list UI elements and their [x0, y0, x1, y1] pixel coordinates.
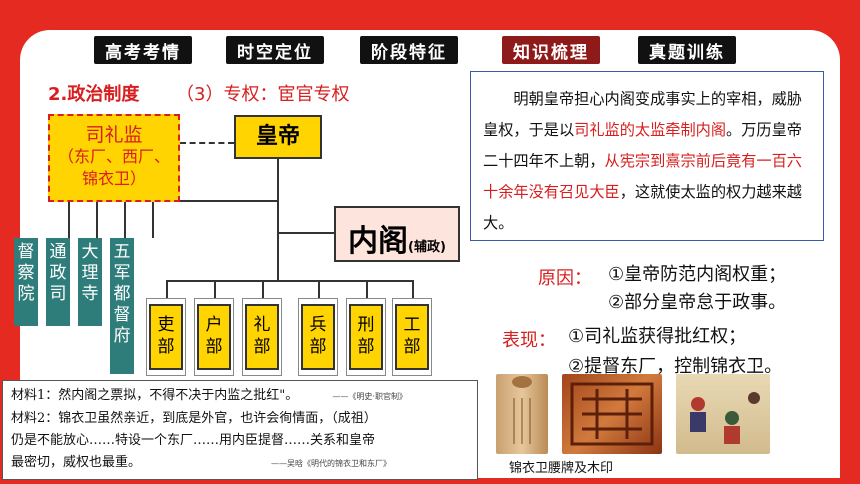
- box-tongzheng-si: 通政司: [46, 238, 70, 326]
- box-dali-si: 大理寺: [78, 238, 102, 326]
- neige-box: 内阁(辅政): [334, 206, 460, 262]
- source-materials: 材料1：然内阁之票拟，不得不决于内监之批红"。 ——《明史·职官制》 材料2：锦…: [2, 380, 478, 480]
- connector-to-ministries: [277, 249, 279, 281]
- box-ducha-yuan: 督察院: [14, 238, 38, 326]
- sili-box: 司礼监 （东厂、西厂、 锦衣卫）: [48, 114, 180, 202]
- material-2-line-3: 最密切，威权也最重。 ——吴晗《明代的锦衣卫和东厂》: [11, 452, 469, 475]
- connector-to-box3: [124, 200, 126, 238]
- box-wujun-dudu-fu: 五军都督府: [110, 238, 134, 374]
- neige-main-label: 内阁: [348, 224, 409, 259]
- ministry-gong-works: 工部: [395, 304, 429, 370]
- explanation-p2-highlight: 从宪宗到熹宗前后竟有一百六十余年没有召见大臣: [483, 152, 802, 201]
- connector-m3: [262, 280, 264, 298]
- photo-caption: 锦衣卫腰牌及木印: [509, 461, 614, 476]
- material-2-text-end: 最密切，威权也最重。: [11, 455, 142, 470]
- emperor-box: 皇帝: [234, 115, 322, 159]
- tab-exam-practice[interactable]: 真题训练: [638, 36, 736, 64]
- ministry-li-rites: 礼部: [245, 304, 279, 370]
- tab-knowledge-review[interactable]: 知识梳理: [502, 36, 600, 64]
- material-2-citation: ——吴晗《明代的锦衣卫和东厂》: [271, 459, 392, 468]
- sili-sub-label-2: 锦衣卫）: [81, 169, 146, 188]
- connector-to-box2: [96, 200, 98, 238]
- reasons-label: 原因：: [538, 268, 592, 289]
- connector-m1: [166, 280, 168, 298]
- neige-sub-label: (辅政): [408, 240, 446, 255]
- material-2-line-2: 仍是不能放心……特设一个东厂……用内臣提督……关系和皇帝: [11, 433, 376, 448]
- section-title: 2.政治制度: [48, 84, 140, 105]
- connector-to-neige: [277, 232, 334, 234]
- waist-tablet-image: [512, 376, 532, 444]
- explanation-p3: ，这就使太监的权力越来越大。: [483, 183, 802, 232]
- sili-sub-label-1: （东厂、西厂、: [57, 147, 170, 166]
- reason-2: ②部分皇帝怠于政事。: [608, 292, 787, 313]
- sili-main-label: 司礼监: [85, 124, 143, 146]
- explanation-p2: 。万历皇帝二十四年不上朝，: [483, 121, 802, 170]
- connector-m6: [412, 280, 414, 298]
- material-2-line-1: 材料2：锦衣卫虽然亲近，到底是外官，也许会徇情面，（成祖）: [11, 411, 377, 426]
- tab-time-space[interactable]: 时空定位: [226, 36, 324, 64]
- waist-tablet-photo: [496, 374, 548, 454]
- connector-vertical-main: [277, 159, 279, 249]
- ministry-hu-revenue: 户部: [197, 304, 231, 370]
- material-1: 材料1：然内阁之票拟，不得不决于内监之批红"。 ——《明史·职官制》: [11, 385, 469, 408]
- connector-m5: [366, 280, 368, 298]
- manifestations-label: 表现：: [502, 330, 556, 351]
- painting-image: [690, 392, 760, 444]
- tab-exam-analysis[interactable]: 高考考情: [94, 36, 192, 64]
- tab-stage-features[interactable]: 阶段特征: [360, 36, 458, 64]
- wooden-seal-image: [570, 382, 654, 446]
- material-1-text: 材料1：然内阁之票拟，不得不决于内监之批红"。: [11, 388, 299, 403]
- connector-m4: [318, 280, 320, 298]
- connector-to-box1: [68, 200, 70, 238]
- connector-ministries-bar: [166, 280, 414, 282]
- section-subtitle: （3）专权：宦官专权: [176, 84, 350, 105]
- connector-to-box4: [152, 200, 154, 238]
- material-1-citation: ——《明史·职官制》: [332, 392, 407, 401]
- explanation-textbox: 明朝皇帝担心内阁变成事实上的宰相，威胁皇权，于是以司礼监的太监牵制内阁。万历皇帝…: [470, 71, 824, 241]
- ministry-li-personnel: 吏部: [149, 304, 183, 370]
- explanation-p1-highlight: 司礼监的太监牵制内阁: [574, 121, 726, 139]
- reason-1: ①皇帝防范内阁权重；: [608, 264, 787, 285]
- dashed-connector: [180, 142, 234, 144]
- painting-photo: [676, 374, 770, 454]
- wooden-seal-photo: [562, 374, 662, 454]
- manifestation-1: ①司礼监获得批红权；: [568, 326, 747, 347]
- ministry-xing-justice: 刑部: [349, 304, 383, 370]
- connector-m2: [214, 280, 216, 298]
- ministry-bing-war: 兵部: [301, 304, 335, 370]
- manifestation-2: ②提督东厂，控制锦衣卫。: [568, 356, 783, 377]
- explanation-p1: 明朝皇帝担心内阁变成事实上的宰相，威胁皇权，于是以: [483, 90, 802, 139]
